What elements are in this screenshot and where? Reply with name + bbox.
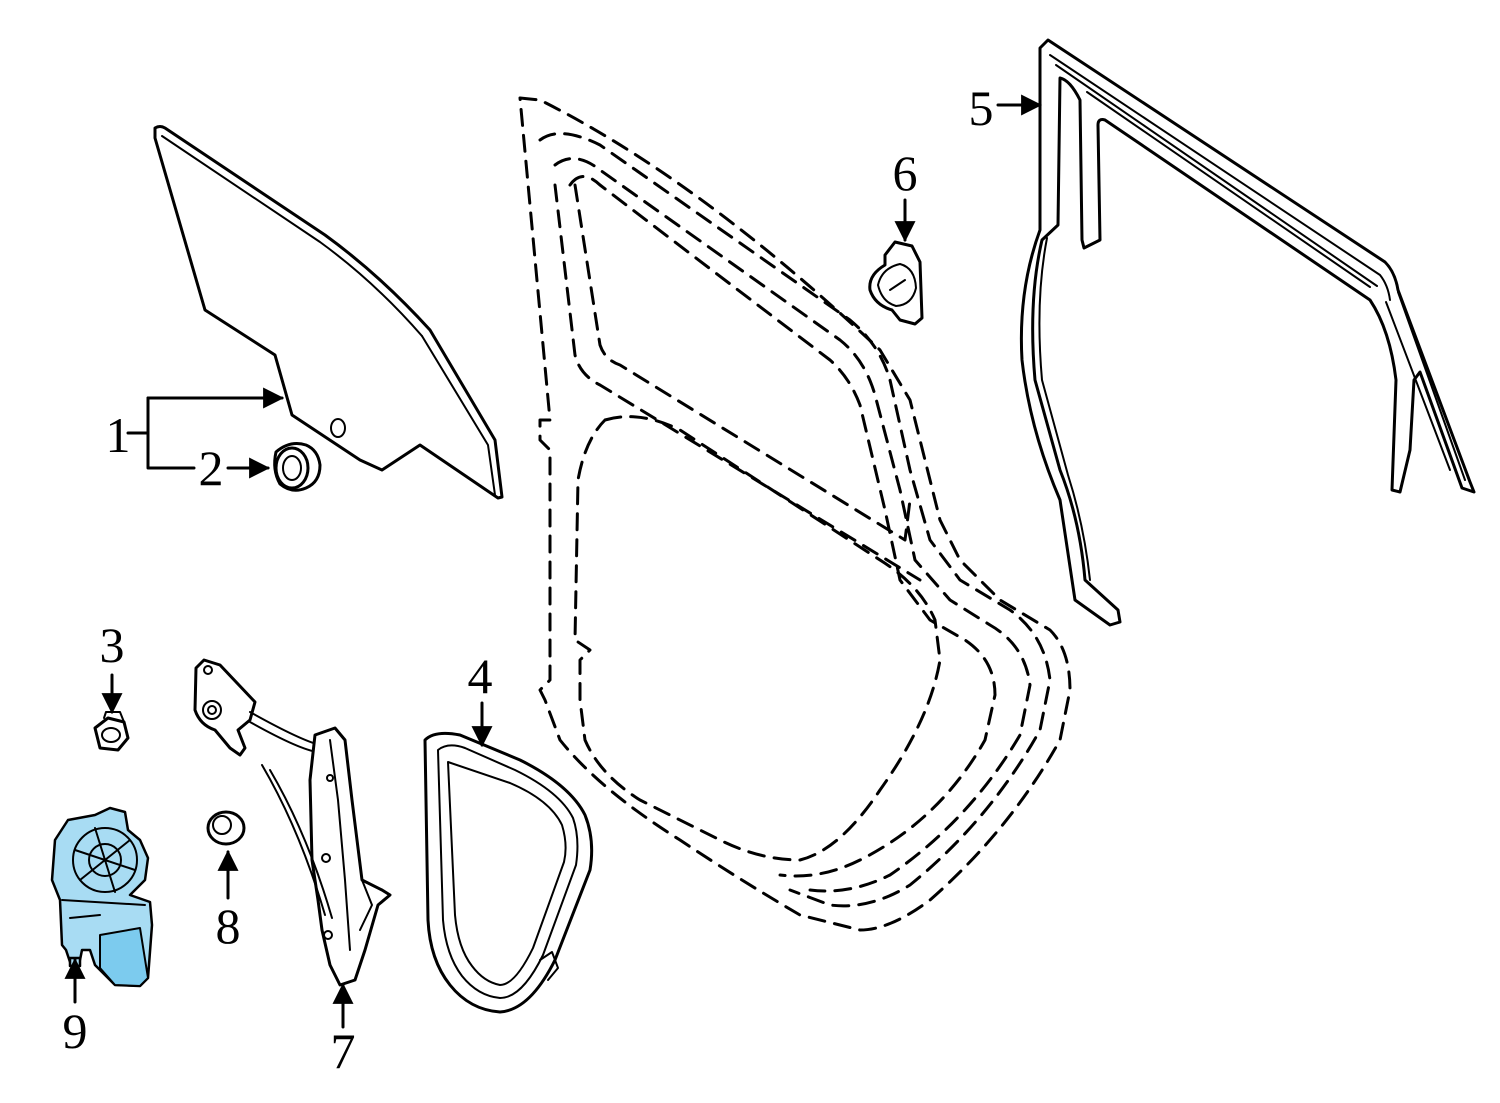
callout-6-label: 6	[893, 145, 918, 201]
door-glass-part	[153, 125, 504, 500]
callout-5-label: 5	[969, 80, 994, 136]
door-shell-outline	[518, 96, 1072, 932]
callout-9-label: 9	[63, 1003, 88, 1059]
clip-part	[868, 240, 924, 326]
callout-4-label: 4	[468, 648, 493, 704]
callout-3-label: 3	[100, 617, 125, 673]
grommet-part	[206, 810, 246, 846]
callout-2-label: 2	[199, 440, 224, 496]
callout-1-label: 1	[106, 407, 131, 463]
callout-7-label: 7	[331, 1023, 356, 1079]
callout-8-label: 8	[216, 898, 241, 954]
regulator-part	[193, 658, 392, 987]
run-channel-part	[1019, 38, 1476, 627]
bushing-part	[273, 442, 322, 492]
callout-labels: 1 2 3 4 5 6 7 8 9	[63, 80, 994, 1079]
window-motor-part	[50, 806, 154, 988]
quarter-seal-part	[423, 731, 594, 1014]
leader-lines	[64, 94, 1043, 1029]
nut-part	[93, 711, 130, 752]
